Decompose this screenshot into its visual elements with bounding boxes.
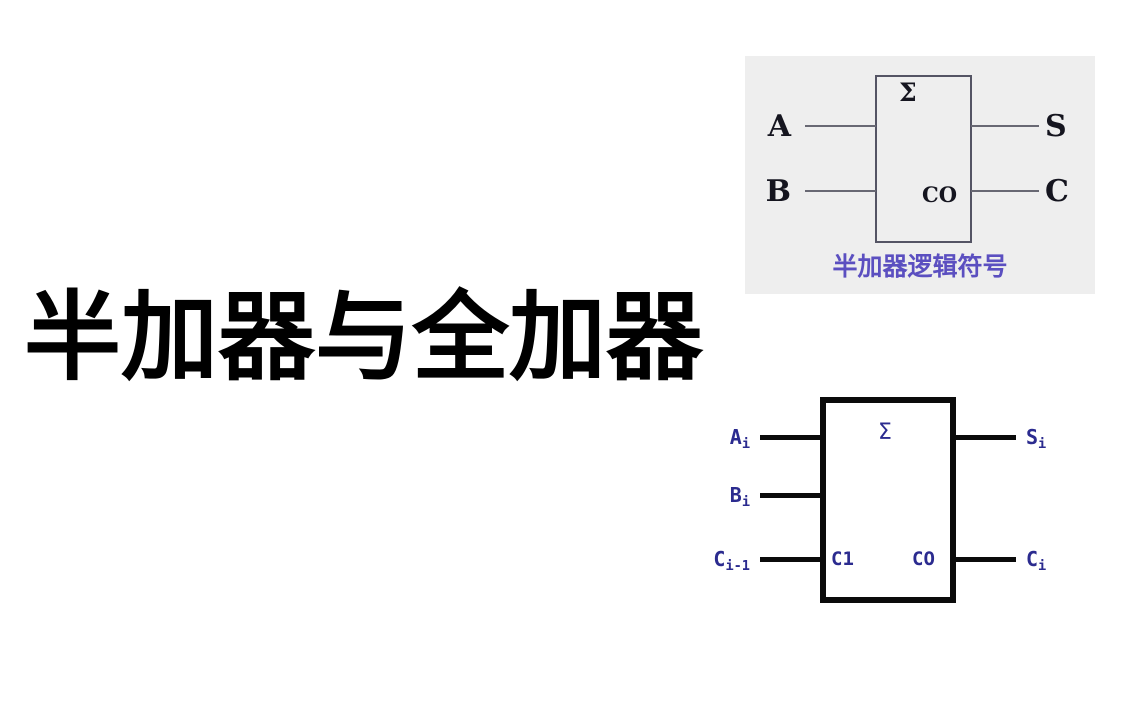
- half-adder-input-b-label: B: [765, 174, 791, 209]
- full-adder-output-ci-base: C: [1026, 547, 1039, 571]
- full-adder-wire-co: [954, 557, 1016, 562]
- full-adder-input-bi-base: B: [729, 483, 742, 507]
- half-adder-wire-c: [971, 190, 1039, 192]
- full-adder-input-ai-sub: i: [741, 436, 750, 453]
- page-title: 半加器与全加器: [24, 281, 703, 394]
- full-adder-input-bi-label: Bi: [729, 483, 750, 509]
- full-adder-wire-si: [954, 435, 1016, 440]
- full-adder-input-bi-sub: i: [741, 494, 750, 511]
- full-adder-wire-ai: [760, 435, 822, 440]
- sigma-icon: Σ: [899, 78, 917, 107]
- full-adder-input-ci-1-base: C: [713, 547, 726, 571]
- full-adder-output-ci-sub: i: [1038, 558, 1047, 575]
- sigma-icon: Σ: [878, 420, 892, 445]
- full-adder-wire-ci-1: [760, 557, 822, 562]
- half-adder-symbol-box: Σ CO: [875, 75, 972, 243]
- half-adder-wire-s: [971, 125, 1039, 127]
- full-adder-input-ai-base: A: [729, 425, 742, 449]
- full-adder-output-ci-label: Ci: [1026, 547, 1046, 573]
- half-adder-diagram: Σ CO A B S C 半加器逻辑符号: [745, 56, 1095, 294]
- full-adder-diagram: Σ C1 CO Ai Bi Ci-1 Si Ci: [680, 385, 1080, 615]
- full-adder-output-si-label: Si: [1026, 425, 1046, 451]
- full-adder-output-si-sub: i: [1038, 436, 1047, 453]
- full-adder-input-ci-1-sub: i-1: [725, 558, 750, 575]
- half-adder-port-co-label: CO: [922, 182, 958, 207]
- full-adder-output-si-base: S: [1026, 425, 1039, 449]
- half-adder-wire-b: [805, 190, 876, 192]
- full-adder-input-ci-1-label: Ci-1: [713, 547, 750, 573]
- full-adder-symbol-box: [820, 397, 956, 603]
- half-adder-output-c-label: C: [1045, 174, 1069, 209]
- full-adder-port-ci-label: C1: [831, 548, 854, 570]
- full-adder-input-ai-label: Ai: [729, 425, 750, 451]
- half-adder-output-s-label: S: [1045, 109, 1067, 144]
- half-adder-caption: 半加器逻辑符号: [832, 252, 1008, 281]
- half-adder-wire-a: [805, 125, 876, 127]
- half-adder-input-a-label: A: [767, 109, 791, 144]
- full-adder-port-co-label: CO: [912, 548, 935, 570]
- full-adder-wire-bi: [760, 493, 822, 498]
